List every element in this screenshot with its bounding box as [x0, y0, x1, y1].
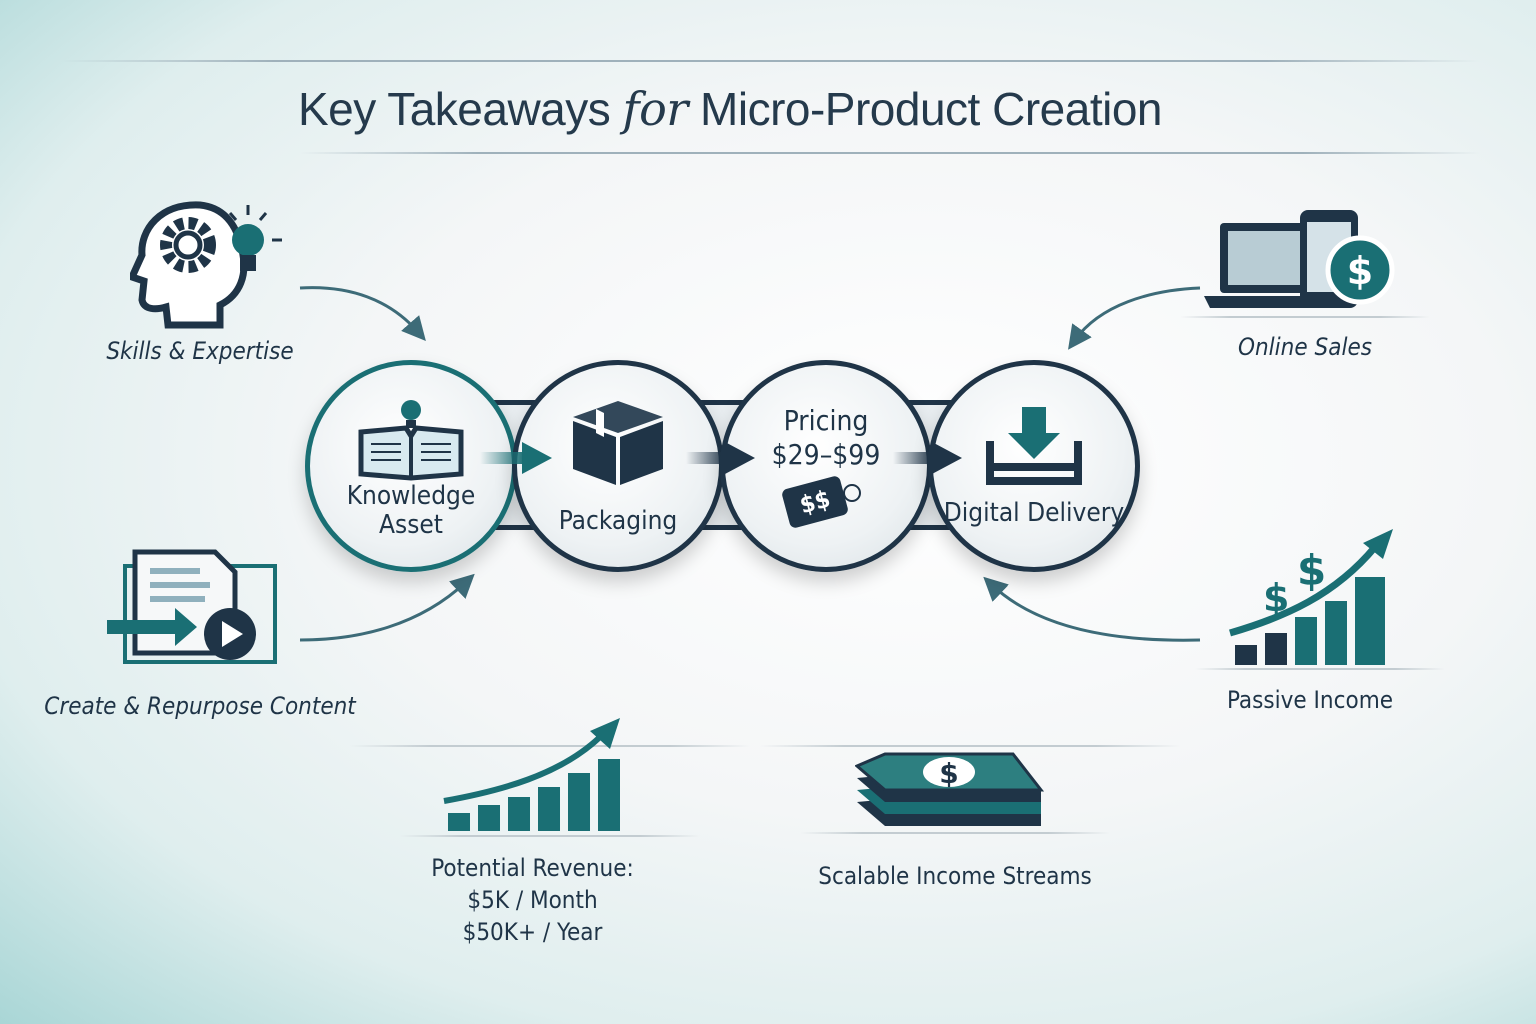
divider	[400, 835, 700, 837]
title-underline	[300, 152, 1480, 154]
knowledge-asset-label: Knowledge	[346, 481, 476, 511]
skills-label: Skills & Expertise	[106, 337, 294, 365]
laptop-phone-dollar-icon: $	[1204, 210, 1395, 308]
cash-stack-icon: $	[855, 752, 1045, 826]
revenue-chart-icon	[443, 718, 620, 831]
document-video-icon	[107, 549, 277, 664]
digital-delivery-label: Digital Delivery	[943, 497, 1125, 528]
yearly-revenue: $50K+ / Year	[462, 918, 603, 946]
pricing-label: Pricing	[783, 404, 869, 437]
arrow-income	[983, 576, 1201, 642]
top-rule	[60, 60, 1480, 62]
download-tray-icon	[986, 406, 1082, 485]
box-icon	[573, 400, 663, 485]
flow-step-knowledge-asset: Knowledge Asset	[305, 360, 517, 572]
knowledge-asset-label-2: Asset	[379, 510, 443, 540]
packaging-label: Packaging	[558, 505, 678, 536]
potential-revenue: Potential Revenue: $5K / Month $50K+ / Y…	[400, 852, 665, 948]
head-gear-lightbulb-icon	[130, 201, 282, 329]
flow-step-pricing: Pricing $29–$99 $$	[720, 360, 932, 572]
svg-text:$: $	[1347, 249, 1373, 293]
arrow-skills	[299, 286, 426, 342]
book-lightbulb-icon	[358, 400, 464, 481]
svg-text:$: $	[1263, 576, 1289, 620]
divider	[350, 745, 750, 747]
arrow-content	[299, 573, 475, 642]
divider	[1195, 668, 1445, 670]
flow-step-packaging: Packaging	[512, 360, 724, 572]
pricing-range: $29–$99	[771, 438, 881, 471]
potential-revenue-label: Potential Revenue:	[431, 854, 634, 882]
divider	[1180, 316, 1430, 318]
scalable-income-label: Scalable Income Streams	[818, 862, 1092, 890]
online-sales-label: Online Sales	[1238, 333, 1372, 361]
arrow-sales	[1068, 286, 1201, 350]
content-label: Create & Repurpose Content	[44, 692, 356, 720]
divider	[760, 745, 1180, 747]
price-tag-icon: $$	[780, 474, 871, 530]
monthly-revenue: $5K / Month	[467, 886, 598, 914]
svg-text:$: $	[1297, 546, 1326, 595]
divider	[800, 832, 1110, 834]
page-title: Key Takeaways for Micro-Product Creation	[298, 82, 1162, 136]
passive-income-label: Passive Income	[1226, 686, 1394, 714]
svg-text:$: $	[939, 757, 958, 790]
flow-step-digital-delivery: Digital Delivery	[928, 360, 1140, 572]
growth-chart-dollar-icon: $ $	[1229, 529, 1393, 665]
